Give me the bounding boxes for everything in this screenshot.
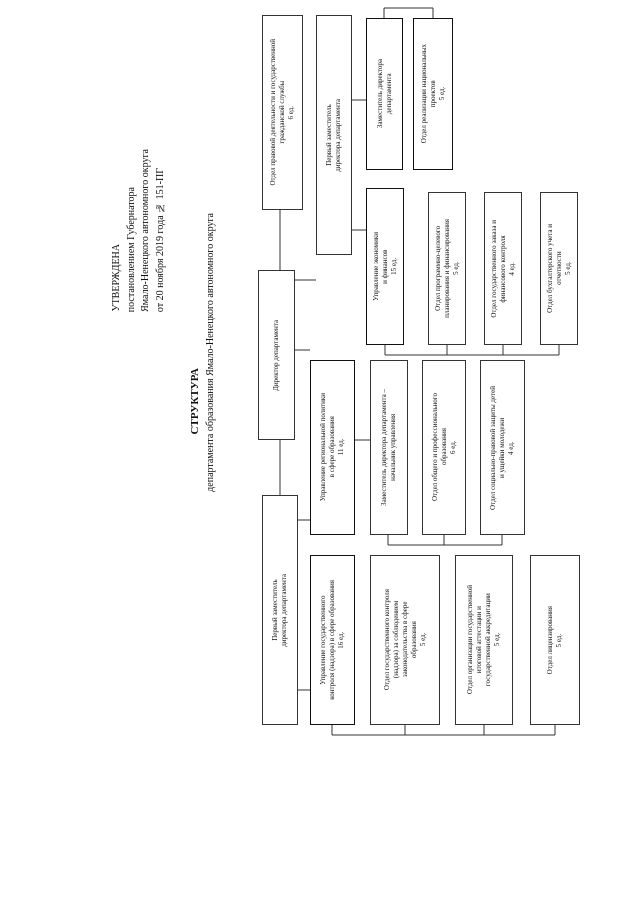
unit-social-protection: Отдел социально-правовой защиты детей и … bbox=[480, 360, 525, 535]
unit-label: Отдел лицензирования 5 ед. bbox=[546, 605, 563, 675]
unit-control-dept: Отдел государственного контроля (надзора… bbox=[370, 555, 440, 725]
unit-first-deputy-right: Первый заместитель директора департамент… bbox=[316, 15, 352, 255]
unit-label: Отдел государственного контроля (надзора… bbox=[382, 589, 427, 691]
unit-director: Директор департамента bbox=[258, 270, 295, 440]
unit-first-deputy-left: Первый заместитель директора департамент… bbox=[262, 495, 298, 725]
unit-label: Управление экономики и финансов 15 ед. bbox=[371, 232, 398, 301]
unit-label: Первый заместитель директора департамент… bbox=[271, 573, 288, 647]
unit-label: Директор департамента bbox=[272, 319, 280, 391]
unit-legal: Отдел правовой деятельности и государств… bbox=[262, 15, 303, 210]
unit-national-projects: Отдел реализации национальных проектов 5… bbox=[413, 18, 453, 170]
unit-label: Отдел социально-правовой защиты детей и … bbox=[489, 385, 515, 510]
unit-label: Отдел программно-целевого планирования и… bbox=[433, 219, 460, 318]
unit-licensing: Отдел лицензирования 5 ед. bbox=[530, 555, 580, 725]
unit-regional-policy: Управление региональной политики в сфере… bbox=[310, 360, 355, 535]
unit-deputy-director: Заместитель директора департамента bbox=[366, 18, 403, 170]
unit-label: Отдел организации государственной итогов… bbox=[466, 585, 501, 695]
unit-accounting: Отдел бухгалтерского учета и отчетности … bbox=[540, 192, 578, 345]
unit-label: Заместитель директора департамента bbox=[375, 59, 393, 129]
unit-label: Управление государственного контроля (на… bbox=[319, 580, 345, 700]
unit-label: Отдел общего и профессионального образов… bbox=[430, 393, 457, 502]
unit-state-control: Управление государственного контроля (на… bbox=[310, 555, 355, 725]
unit-procurement: Отдел государственного заказа и финансов… bbox=[484, 192, 522, 345]
unit-label: Управление региональной политики в сфере… bbox=[319, 393, 345, 502]
unit-label: Отдел бухгалтерского учета и отчетности … bbox=[545, 224, 572, 313]
unit-label: Отдел государственного заказа и финансов… bbox=[489, 219, 516, 318]
unit-label: Отдел реализации национальных проектов 5… bbox=[419, 44, 446, 144]
unit-economics: Управление экономики и финансов 15 ед. bbox=[366, 188, 404, 345]
unit-label: Заместитель директора департамента – нач… bbox=[380, 389, 397, 506]
unit-label: Отдел правовой деятельности и государств… bbox=[269, 39, 295, 186]
unit-deputy-head: Заместитель директора департамента – нач… bbox=[370, 360, 408, 535]
unit-attestation: Отдел организации государственной итогов… bbox=[455, 555, 513, 725]
unit-general-education: Отдел общего и профессионального образов… bbox=[422, 360, 466, 535]
unit-program-planning: Отдел программно-целевого планирования и… bbox=[428, 192, 466, 345]
unit-label: Первый заместитель директора департамент… bbox=[325, 98, 342, 172]
